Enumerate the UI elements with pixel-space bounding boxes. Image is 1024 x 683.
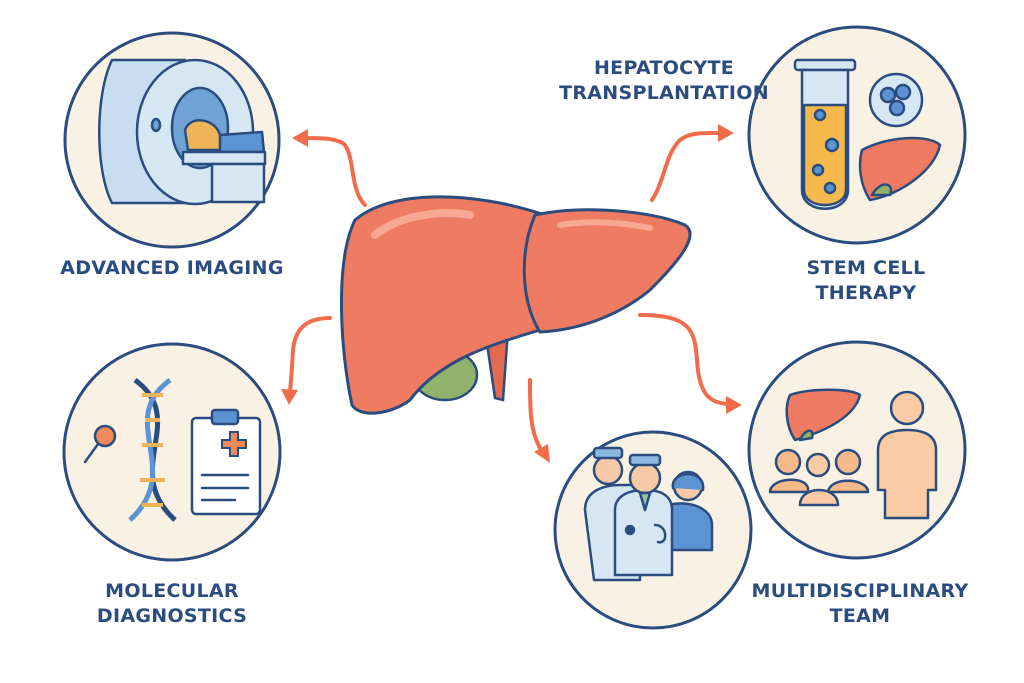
molecular-circle xyxy=(62,342,282,562)
imaging-circle xyxy=(63,31,281,249)
cell-dish-icon xyxy=(868,72,924,128)
family-icon xyxy=(768,448,870,507)
stem-cell-circle xyxy=(747,25,967,245)
team-circle xyxy=(747,340,967,560)
liver-right-lobe xyxy=(522,208,692,334)
label-hepatocyte-transplantation: HEPATOCYTE TRANSPLANTATION xyxy=(559,56,769,106)
label-advanced-imaging: ADVANCED IMAGING xyxy=(60,257,284,279)
liver-icon xyxy=(785,388,862,442)
label-multidisciplinary-team: MULTIDISCIPLINARY TEAM xyxy=(751,579,968,629)
liver-left-lobe xyxy=(340,195,548,415)
label-stem-cell-therapy: STEM CELL THERAPY xyxy=(807,256,926,306)
arrow-to-doctors xyxy=(528,378,550,463)
mri-scanner-icon xyxy=(98,58,267,206)
test-tube-icon xyxy=(793,58,857,210)
label-line: TRANSPLANTATION xyxy=(559,82,769,104)
clipboard-icon xyxy=(190,408,262,516)
patient-icon xyxy=(876,390,938,520)
arrow-to-imaging xyxy=(292,129,367,207)
dna-icon xyxy=(128,377,177,522)
label-line: STEM CELL xyxy=(806,257,926,279)
liver-illustration xyxy=(340,195,692,415)
arrow-to-molecular xyxy=(281,316,332,405)
label-line: TEAM xyxy=(829,605,891,627)
label-molecular-diagnostics: MOLECULAR DIAGNOSTICS xyxy=(97,579,247,629)
label-line: THERAPY xyxy=(815,282,917,304)
label-line: MULTIDISCIPLINARY xyxy=(751,580,969,602)
arrow-to-hepatocyte xyxy=(650,124,734,202)
label-line: HEPATOCYTE xyxy=(593,57,735,79)
label-line: MOLECULAR xyxy=(105,580,239,602)
arrow-to-team xyxy=(638,313,742,414)
liver-icon xyxy=(858,136,942,202)
doctors-circle xyxy=(553,430,753,630)
label-line: DIAGNOSTICS xyxy=(96,605,248,627)
doctors-icon xyxy=(583,446,714,582)
magnifier-icon xyxy=(83,424,117,464)
